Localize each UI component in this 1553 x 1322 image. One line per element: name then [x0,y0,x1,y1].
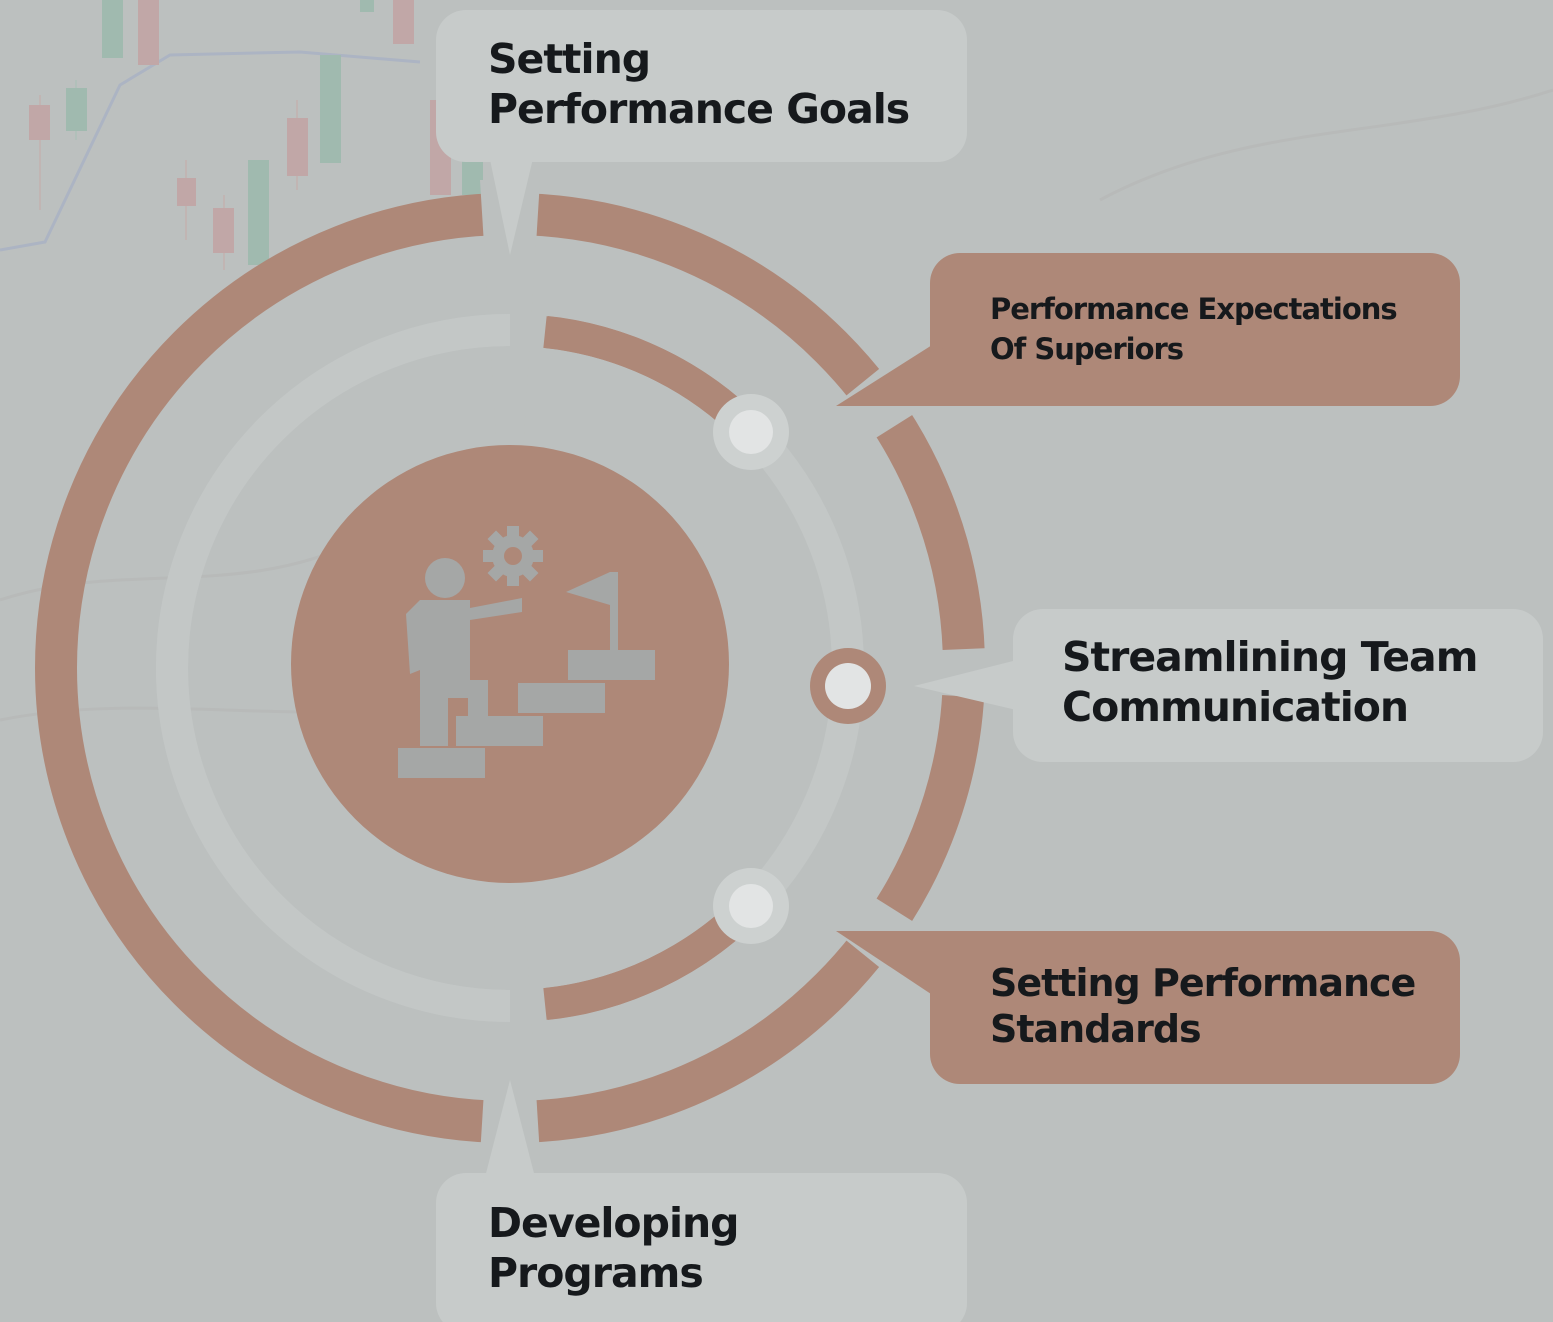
callout-upper-right-panel [836,253,1460,406]
center-disc [291,445,729,883]
callout-upper-right-line-2: Of Superiors [990,332,1184,366]
node-lower [713,868,789,944]
callout-right-line-1: Streamlining Team [1062,633,1478,681]
callout-upper-right-label: Performance Expectations Of Superiors [990,289,1398,369]
person-climbing-stairs-to-flag-with-gear-icon [398,526,655,778]
callout-lower-right-line-1: Setting Performance [990,961,1416,1005]
gear-icon [483,526,543,586]
callout-lower-right-line-2: Standards [990,1007,1202,1051]
callout-lower-right-label: Setting Performance Standards [990,960,1416,1052]
callout-bottom-line-2: Programs [488,1249,704,1297]
callout-upper-right-line-1: Performance Expectations [990,292,1398,326]
callout-top-line-2: Performance Goals [488,85,910,133]
node-right [810,648,886,724]
node-upper [713,394,789,470]
callout-top-line-1: Setting [488,35,651,83]
callout-top-label: Setting Performance Goals [488,34,910,134]
callout-top-panel [436,10,967,255]
callout-lower-right-panel [836,931,1460,1084]
callout-right-panel [914,609,1543,762]
callout-right-label: Streamlining Team Communication [1062,632,1478,732]
callout-bottom-line-1: Developing [488,1199,740,1247]
callout-bottom-label: Developing Programs [488,1198,740,1298]
callout-bottom-panel [436,1080,967,1322]
callout-right-line-2: Communication [1062,683,1409,731]
